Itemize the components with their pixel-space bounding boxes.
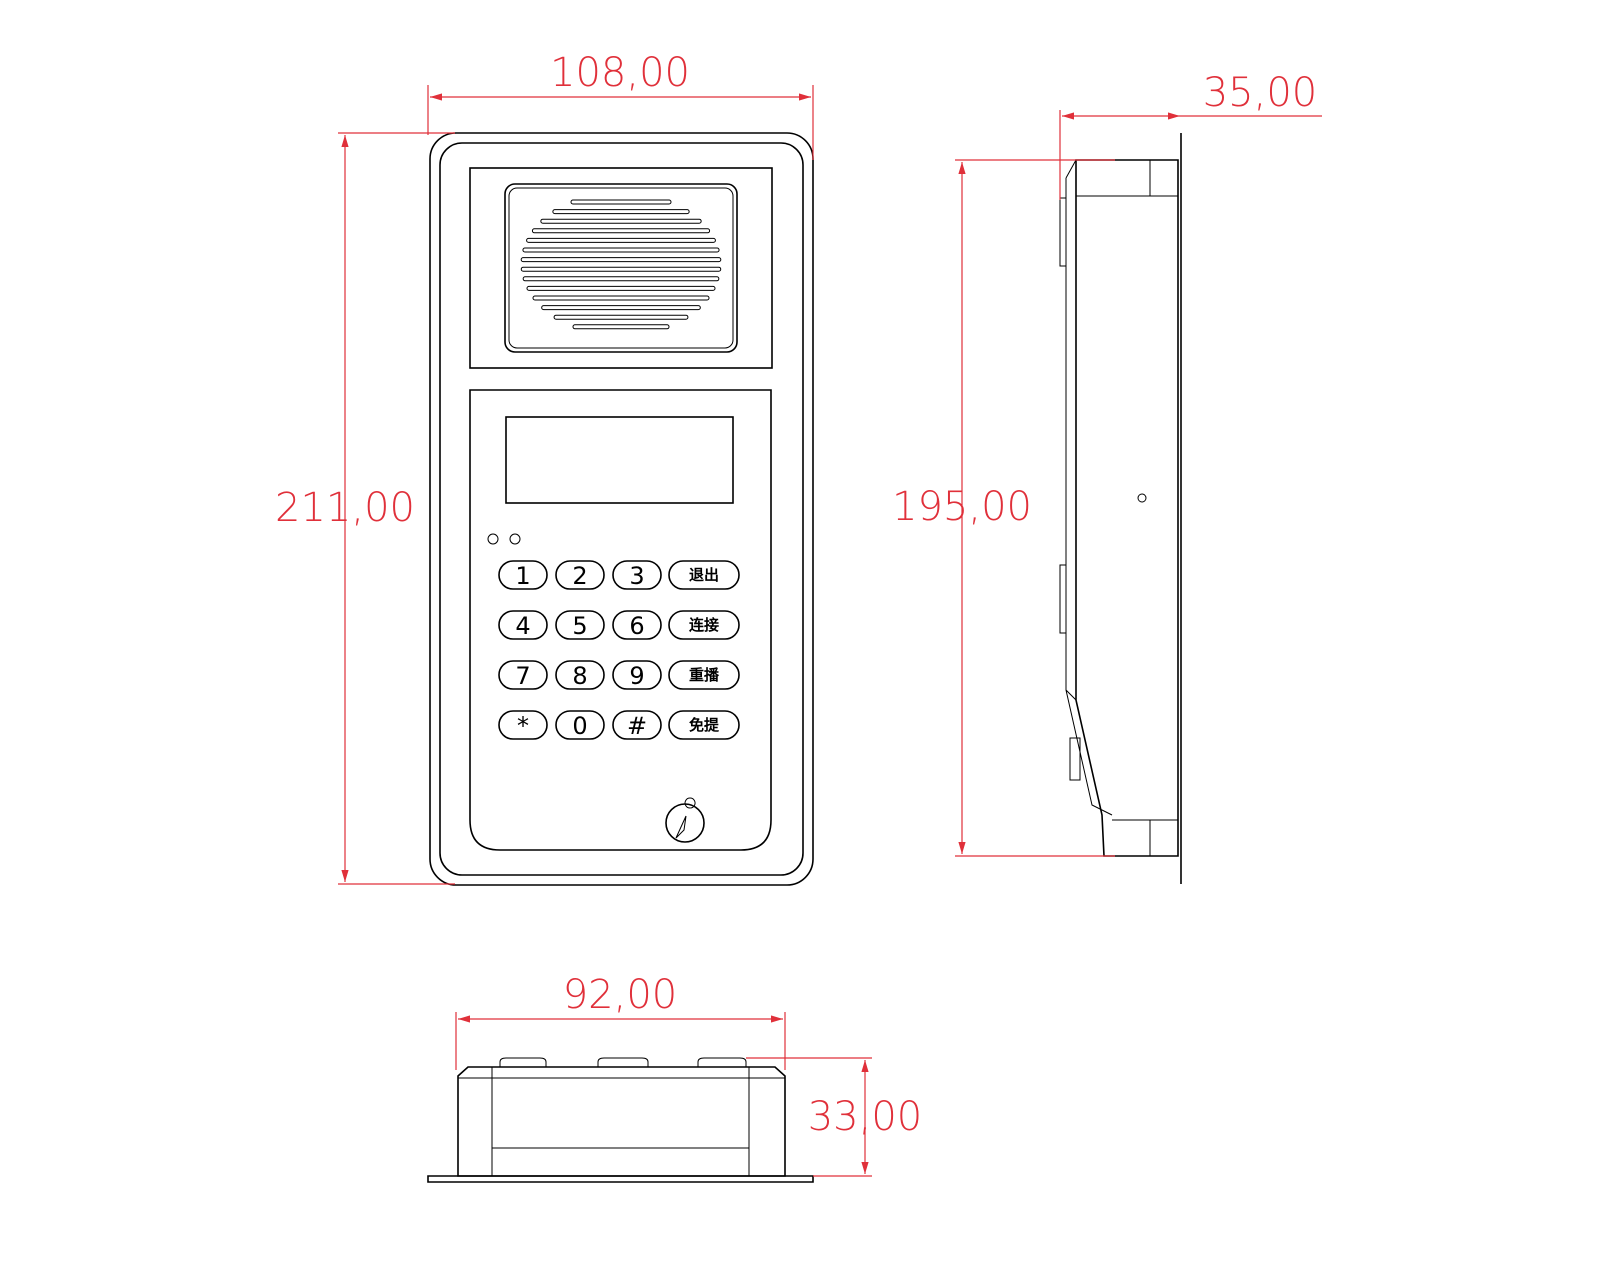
key-label: 退出 [689,566,719,584]
grille-slot [572,324,670,330]
keypad-key[interactable]: 8 [555,660,605,690]
dimension-label: 92,00 [563,972,678,1018]
keypad-key[interactable]: 连接 [668,610,740,640]
keypad-key[interactable]: 0 [555,710,605,740]
keypad-panel [469,389,772,851]
grille-slot [520,266,722,272]
keypad-key[interactable]: 退出 [668,560,740,590]
grille-slot [540,218,702,224]
key-label: 8 [572,662,587,690]
indicator-led [487,533,499,545]
grille-slot [520,257,722,263]
keypad-key[interactable]: 重播 [668,660,740,690]
dimension-label: 35,00 [1203,70,1318,116]
front-view: 1 2 3 退出 4 5 6 连接 7 8 9 重播 * 0 # 免提 [429,132,814,886]
keypad-key[interactable]: * [498,710,548,740]
keypad-key[interactable]: # [612,710,662,740]
speaker-panel [469,167,773,369]
keypad-key[interactable]: 2 [555,560,605,590]
grille-slot [570,199,672,205]
grille-slot [541,305,701,311]
grille-slot [532,295,710,301]
key-label: 0 [572,712,587,740]
key-label: 3 [629,562,644,590]
keypad-key[interactable]: 6 [612,610,662,640]
front-height-dimension: 211,00 [275,132,455,885]
key-label: # [627,712,647,740]
bottom-width-dimension: 92,00 [455,972,786,1070]
bottom-depth-dimension: 33,00 [746,1057,923,1177]
grille-slot [526,285,716,291]
key-label: 1 [515,562,530,590]
key-label: * [517,712,529,740]
bottom-view [427,1057,814,1183]
keypad-key[interactable]: 3 [612,560,662,590]
side-height-dimension: 195,00 [892,159,1115,857]
dimension-label: 108,00 [550,50,690,96]
dimension-label: 33,00 [808,1094,923,1140]
key-label: 5 [572,612,587,640]
key-label: 7 [515,662,530,690]
key-label: 免提 [689,716,720,734]
key-label: 连接 [689,616,719,634]
grille-slot [552,209,690,215]
key-label: 4 [515,612,530,640]
grille-slot [526,237,716,243]
keypad-key[interactable]: 免提 [668,710,740,740]
speaker-grille [520,199,722,330]
keypad-key[interactable]: 4 [498,610,548,640]
key-label: 6 [629,612,644,640]
side-depth-dimension: 35,00 [1059,70,1322,200]
keypad-key[interactable]: 7 [498,660,548,690]
keypad-key[interactable]: 5 [555,610,605,640]
key-label: 重播 [689,666,720,684]
key-label: 2 [572,562,587,590]
dimension-label: 195,00 [892,484,1032,530]
keypad-key[interactable]: 1 [498,560,548,590]
grille-slot [522,276,720,282]
grille-slot [531,228,711,234]
lcd-display [505,416,734,504]
indicator-led [509,533,521,545]
key-label: 9 [629,662,644,690]
keypad-key[interactable]: 9 [612,660,662,690]
side-view [1059,133,1182,884]
grille-slot [522,247,720,253]
front-width-dimension: 108,00 [427,50,814,160]
dimension-label: 211,00 [275,485,415,531]
grille-slot [553,314,689,320]
keypad: 1 2 3 退出 4 5 6 连接 7 8 9 重播 * 0 # 免提 [498,560,740,740]
